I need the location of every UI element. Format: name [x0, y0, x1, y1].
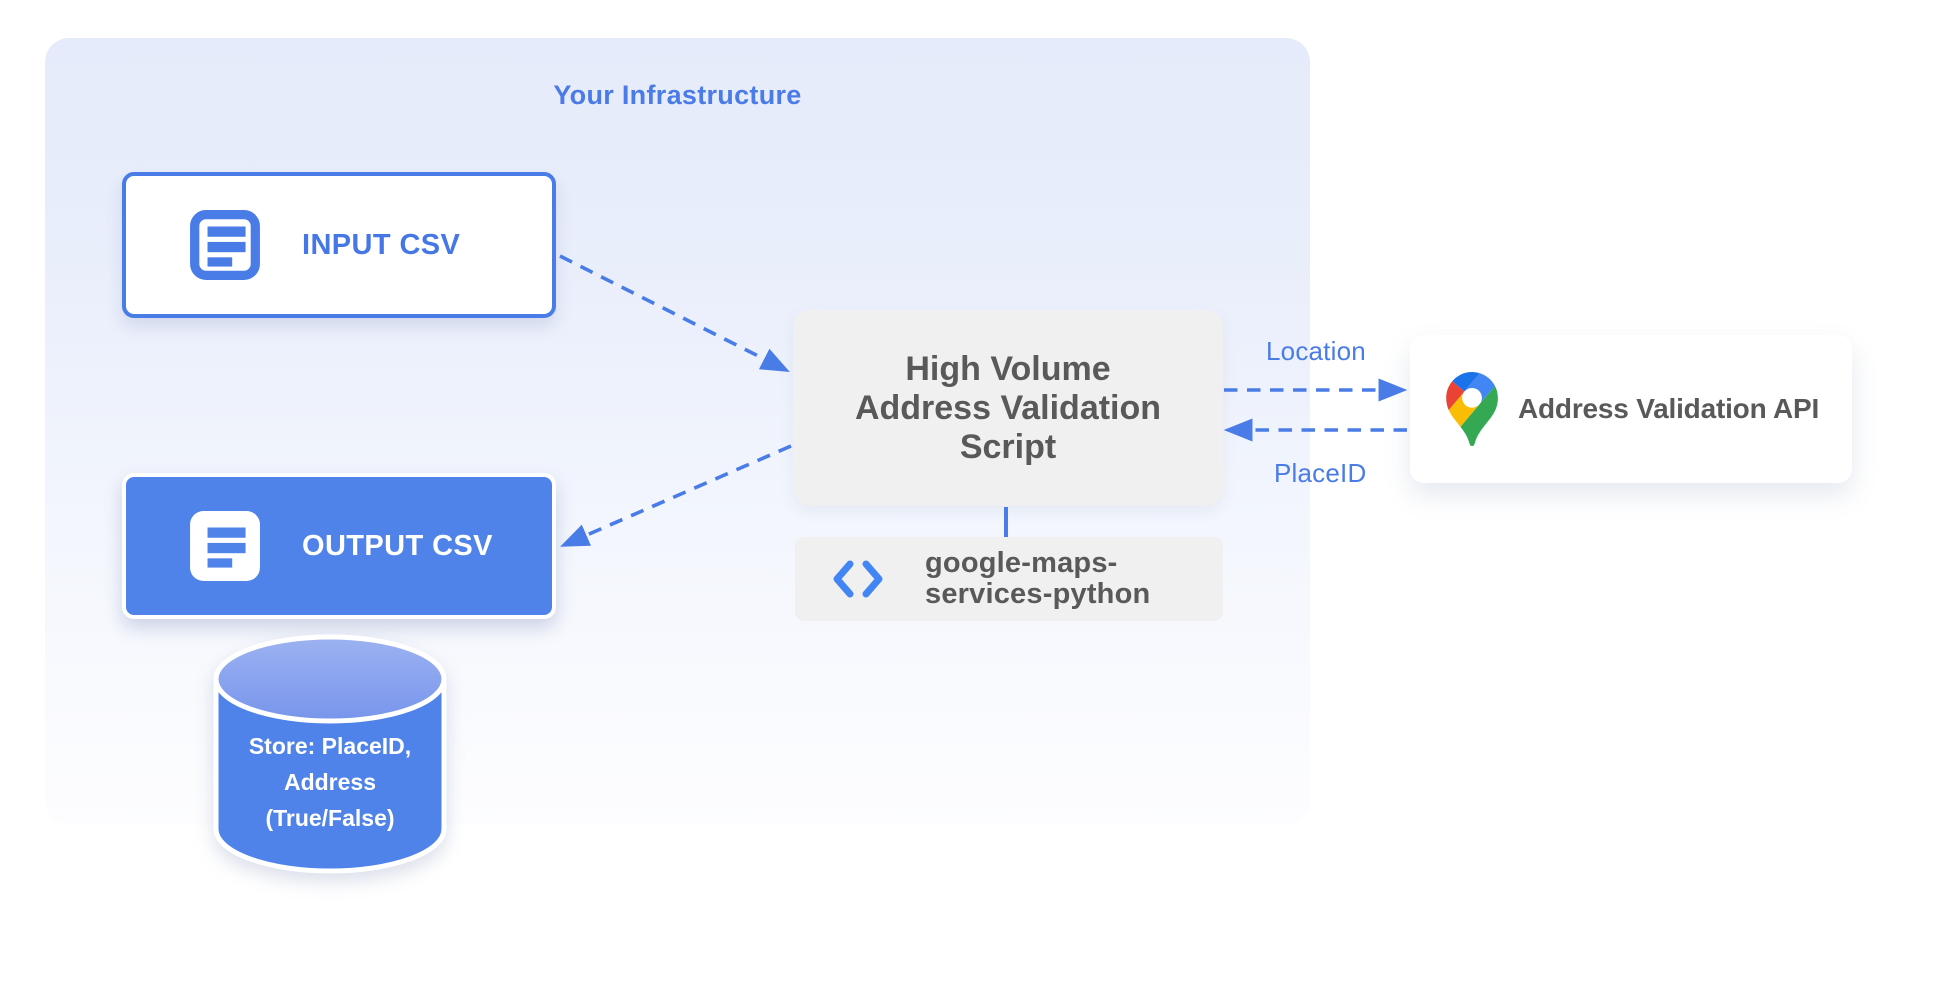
input-csv-label: INPUT CSV	[302, 228, 461, 261]
api-label: Address Validation API	[1518, 393, 1820, 424]
api-node: Address Validation API	[1410, 335, 1852, 483]
arrow-script-to-output	[560, 444, 792, 547]
datastore-cylinder	[213, 634, 447, 874]
document-icon	[190, 511, 260, 581]
arrow-input-to-script	[559, 254, 790, 372]
placeid-edge-label: PlaceID	[1274, 458, 1367, 488]
script-library-connector	[1004, 507, 1008, 537]
arrow-api-to-script	[1223, 418, 1407, 442]
infrastructure-title: Your Infrastructure	[553, 80, 802, 110]
script-title: High Volume Address Validation Script	[854, 349, 1162, 466]
location-edge-label: Location	[1266, 336, 1366, 366]
output-csv-label: OUTPUT CSV	[302, 529, 493, 562]
input-csv-node: INPUT CSV	[122, 172, 556, 318]
datastore-label: Store: PlaceID, Address (True/False)	[248, 733, 412, 831]
arrow-script-to-api	[1224, 378, 1408, 402]
script-node: High Volume Address Validation Script	[793, 310, 1223, 506]
library-node: google-maps- services-python	[795, 537, 1223, 621]
code-icon	[833, 560, 883, 598]
output-csv-node: OUTPUT CSV	[122, 473, 556, 619]
library-label: google-maps- services-python	[925, 547, 1151, 610]
google-maps-icon	[1446, 372, 1498, 446]
document-icon	[190, 210, 260, 280]
